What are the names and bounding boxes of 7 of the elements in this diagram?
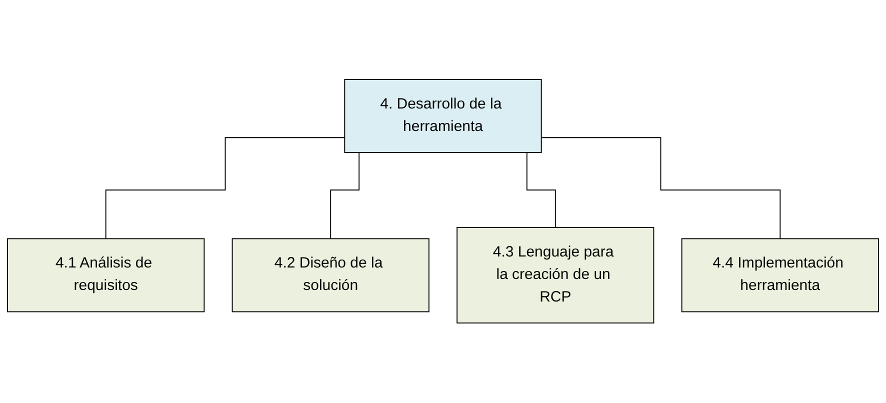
- node-box: 4.2 Diseño de la solución: [232, 238, 430, 312]
- connector: [540, 137, 781, 240]
- node-box: 4.4 Implementación herramienta: [681, 238, 879, 312]
- node-box: 4.1 Análisis de requisitos: [7, 238, 205, 312]
- node-box: 4. Desarrollo de la herramienta: [344, 79, 542, 154]
- connector: [105, 137, 346, 240]
- node-box: 4.3 Lenguaje para la creación de un RCP: [456, 227, 654, 324]
